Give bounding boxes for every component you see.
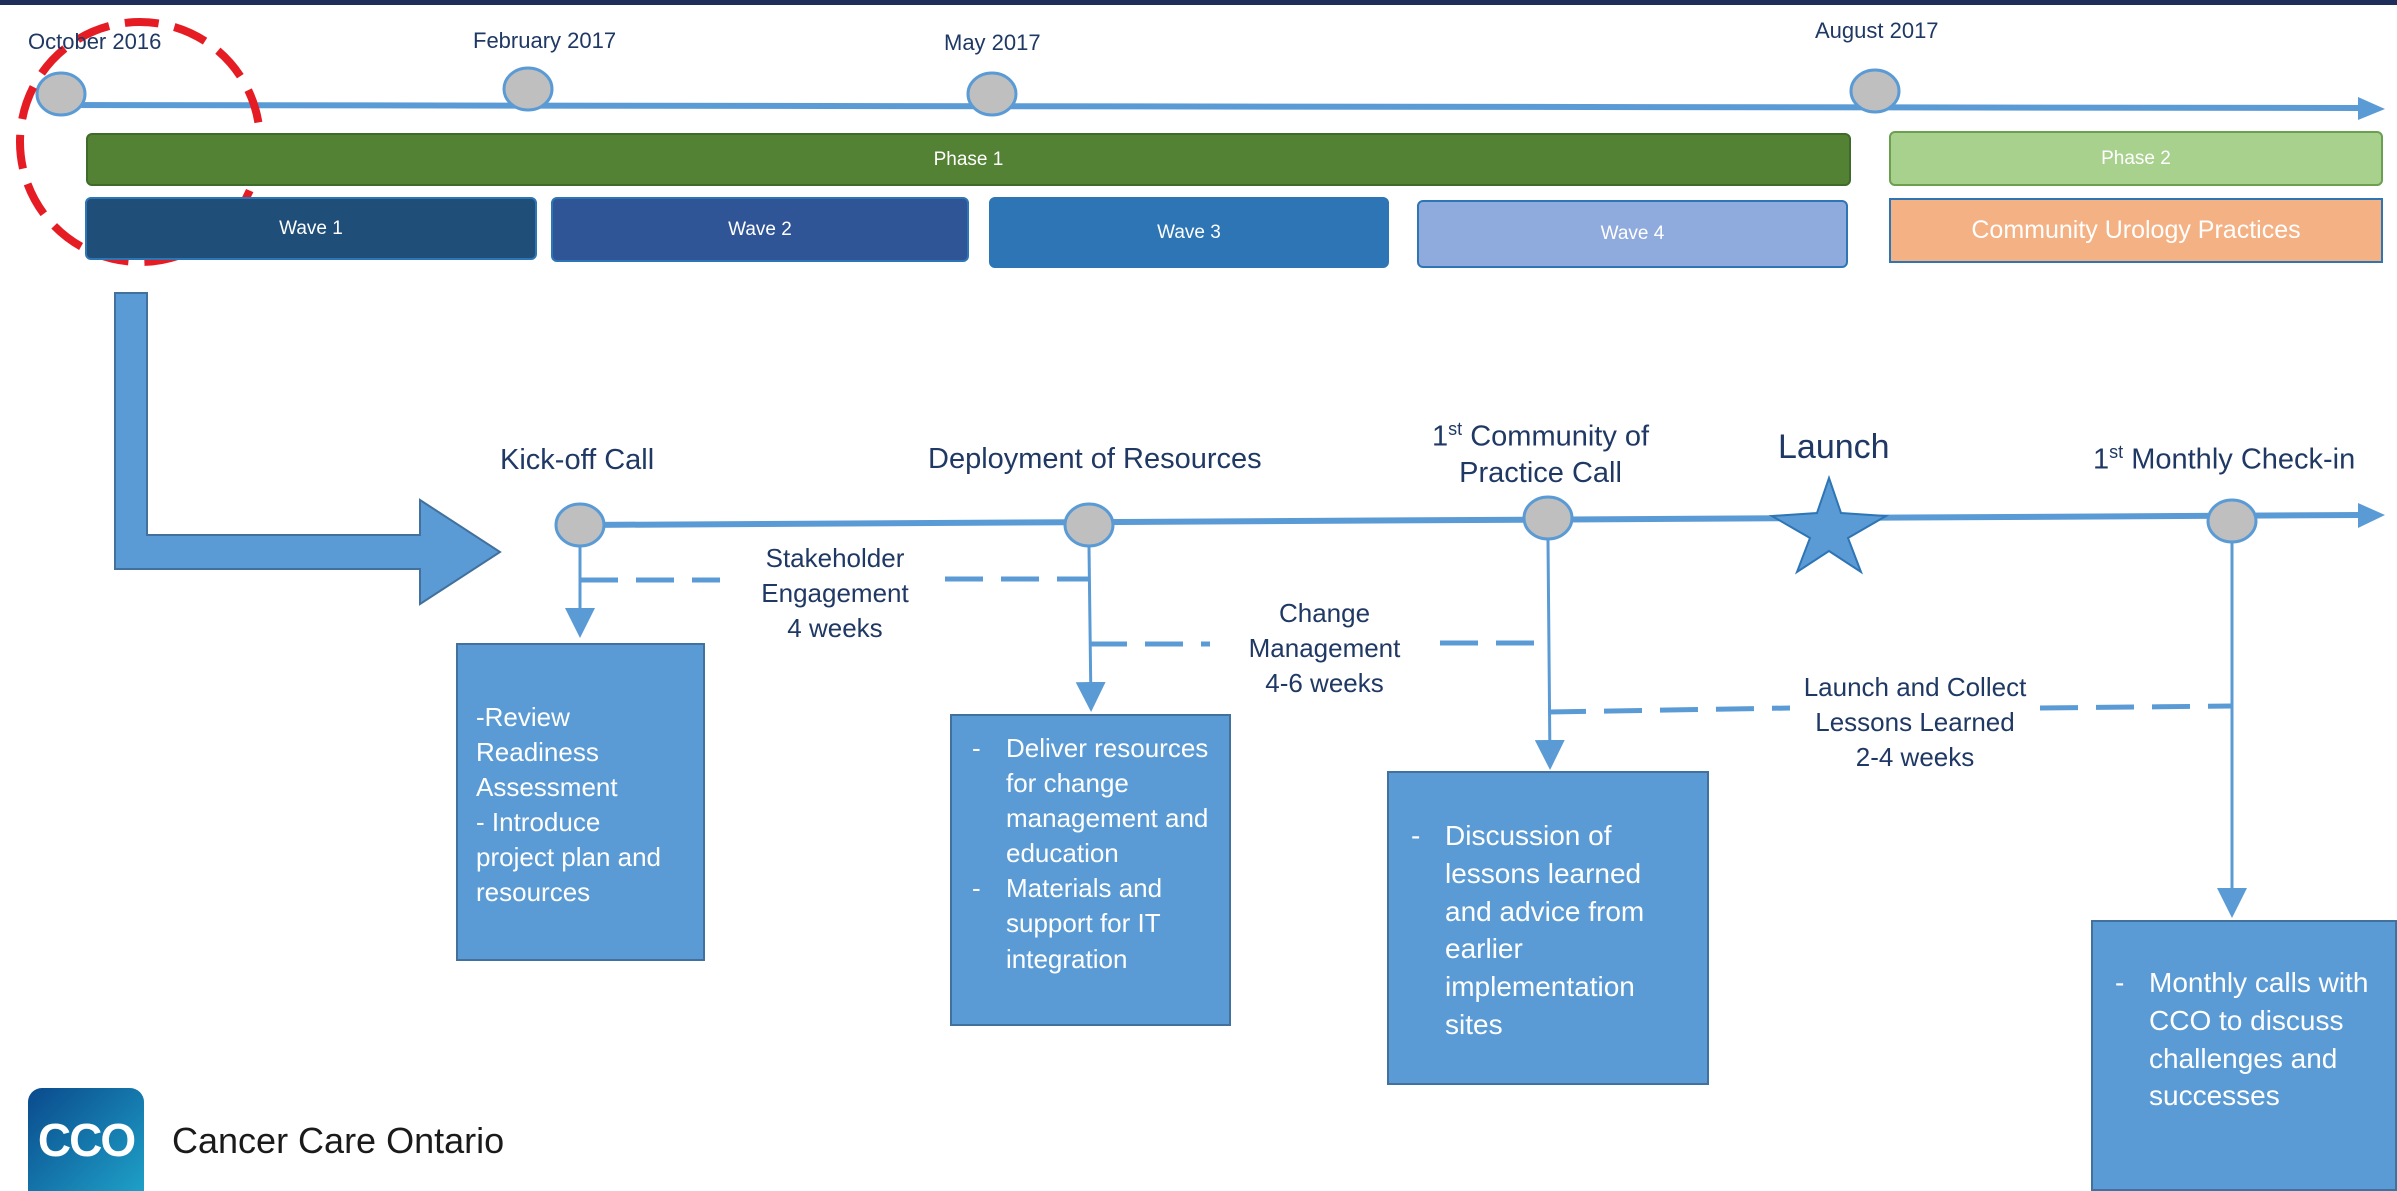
node-oct-2016 <box>35 71 87 117</box>
deployment-box: Deliver resources for change management … <box>950 714 1231 1026</box>
duration-launch-collect: Launch and Collect Lessons Learned 2-4 w… <box>1803 672 2027 773</box>
top-timeline-arrowhead <box>2358 97 2385 120</box>
node-community-call <box>1522 495 1574 541</box>
cco-logo-text: Cancer Care Ontario <box>172 1120 505 1161</box>
milestone-deployment-label: Deployment of Resources <box>928 443 1262 475</box>
node-deployment <box>1063 502 1115 548</box>
main-timeline-arrowhead <box>2358 503 2385 528</box>
phase-1-bar: Phase 1 <box>86 133 1851 186</box>
dashed-lines <box>580 576 2233 715</box>
milestone-kickoff-label: Kick-off Call <box>500 444 655 476</box>
node-checkin <box>2206 498 2258 544</box>
wave-2-bar: Wave 2 <box>551 197 969 262</box>
date-may-2017: May 2017 <box>944 30 1041 55</box>
phase-2-bar: Phase 2 <box>1889 131 2383 186</box>
date-feb-2017: February 2017 <box>473 28 617 53</box>
milestone-community-call-label: 1st Community of Practice Call <box>1432 419 1650 489</box>
checkin-box: Monthly calls with CCO to discuss challe… <box>2091 920 2397 1191</box>
main-timeline-line <box>579 512 2361 528</box>
date-oct-2016: October 2016 <box>28 29 162 54</box>
community-urology-bar: Community Urology Practices <box>1889 198 2383 263</box>
bent-arrow <box>114 292 502 606</box>
milestone-checkin-label: 1st Monthly Check-in <box>2093 442 2356 476</box>
top-timeline-line <box>59 102 2361 111</box>
connector-community <box>1534 539 1565 770</box>
duration-change-management: Change Management 4-6 weeks <box>1248 598 1401 699</box>
connector-deployment <box>1075 546 1106 712</box>
launch-star-icon <box>1768 474 1890 575</box>
node-feb-2017 <box>502 66 554 112</box>
duration-stakeholder: Stakeholder Engagement 4 weeks <box>761 543 909 644</box>
wave-1-bar: Wave 1 <box>85 197 537 260</box>
node-may-2017 <box>966 71 1018 117</box>
community-call-box: Discussion of lessons learned and advice… <box>1387 771 1709 1085</box>
wave-3-bar: Wave 3 <box>989 197 1389 268</box>
date-aug-2017: August 2017 <box>1815 18 1939 43</box>
cco-logo-icon: CCO <box>28 1088 144 1191</box>
milestone-launch-label: Launch <box>1778 428 1890 466</box>
wave-4-bar: Wave 4 <box>1417 200 1848 268</box>
top-border <box>0 0 2397 5</box>
kickoff-box: -Review Readiness Assessment - Introduce… <box>456 643 705 961</box>
node-kickoff <box>554 502 606 548</box>
node-aug-2017 <box>1849 68 1901 114</box>
